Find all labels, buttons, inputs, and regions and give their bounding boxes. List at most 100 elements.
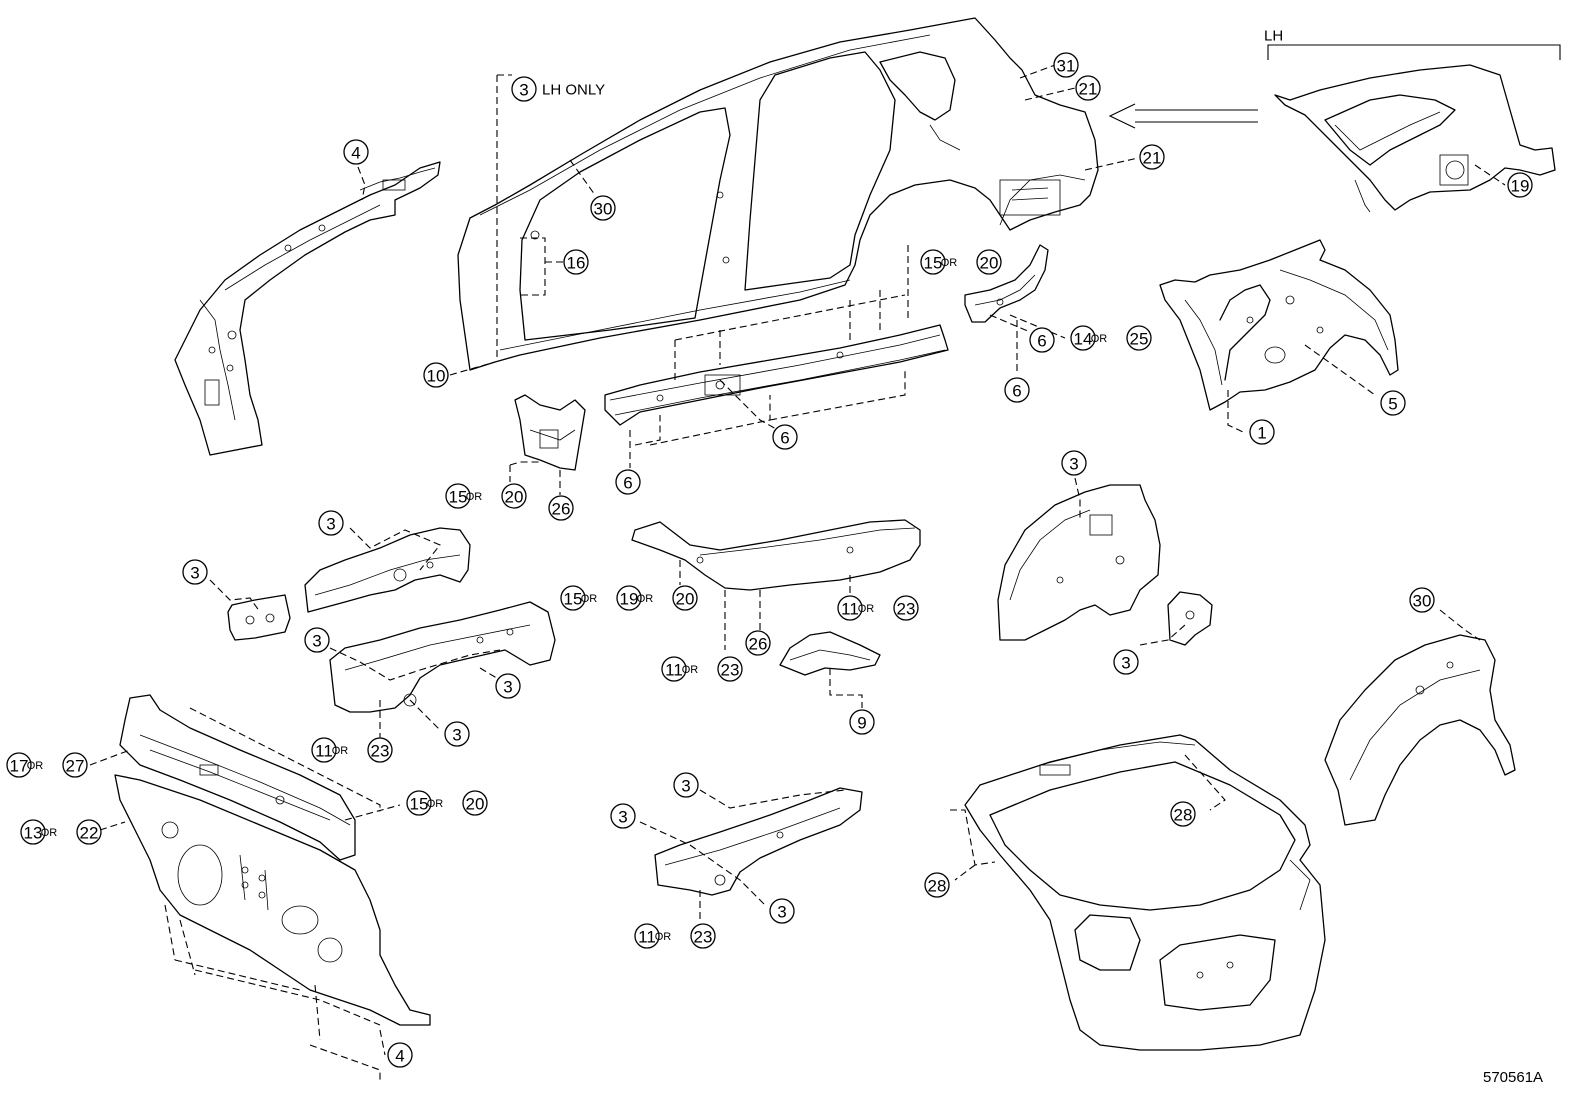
or-label: OR — [27, 760, 44, 772]
callout-circle — [311, 737, 337, 763]
callout-circle — [1075, 75, 1101, 101]
callout-circle — [560, 585, 586, 611]
callout-number: 23 — [371, 742, 390, 761]
callout-3-d: 3 — [495, 673, 521, 699]
callout-3-a: 3 — [318, 510, 344, 536]
callout-circle — [20, 819, 46, 845]
callout-number: 3 — [1121, 654, 1130, 673]
callout-circle — [690, 923, 716, 949]
lh-label: LH — [1264, 28, 1283, 45]
callout-circle — [563, 249, 589, 275]
callout-number: 21 — [1143, 149, 1162, 168]
callout-number: 19 — [1511, 177, 1530, 196]
callout-3-c: 3 — [304, 627, 330, 653]
lh-only-label: LH ONLY — [542, 82, 605, 99]
rear-wheel-house-inner-part — [1159, 239, 1399, 411]
dash-panel-part — [114, 774, 431, 1026]
callout-circle — [717, 656, 743, 682]
callout-number: 20 — [980, 254, 999, 273]
or-label: OR — [682, 664, 699, 676]
callout-30-pillar: 30 — [590, 195, 616, 221]
callout-circle — [976, 249, 1002, 275]
lh-quarter-panel-part — [1274, 64, 1556, 213]
callout-circle — [1029, 327, 1055, 353]
callout-circle — [1139, 144, 1165, 170]
cowl-top-panel-part — [119, 694, 356, 861]
side-panel-outer-part — [457, 17, 1099, 371]
callout-16: 16 — [563, 249, 589, 275]
callout-number: 4 — [395, 1047, 404, 1066]
callout-number: 4 — [351, 144, 360, 163]
or-label: OR — [466, 491, 483, 503]
callout-31: 31 — [1053, 52, 1079, 78]
callout-number: 17 — [10, 757, 29, 776]
callout-number: 20 — [676, 590, 695, 609]
figure-id: 570561A — [1483, 1069, 1543, 1086]
jack-bracket-part — [779, 631, 881, 676]
callout-circle — [1380, 390, 1406, 416]
callout-number: 11 — [638, 928, 656, 947]
callout-lh-only: 3 LH ONLY — [511, 76, 605, 102]
wheelhouse-bracket-part — [1167, 591, 1213, 646]
callout-number: 23 — [721, 661, 740, 680]
callout-circle — [343, 139, 369, 165]
callout-number: 26 — [552, 500, 571, 519]
callout-19-lh: 19 — [1507, 172, 1533, 198]
callout-number: 11 — [315, 742, 333, 761]
callout-circle — [462, 790, 488, 816]
callout-6-a: 6 — [772, 424, 798, 450]
callout-number: 3 — [312, 632, 321, 651]
callout-number: 6 — [623, 474, 632, 493]
callout-circle — [501, 483, 527, 509]
callout-number: 3 — [452, 726, 461, 745]
callout-3-h: 3 — [769, 898, 795, 924]
callout-number: 23 — [897, 600, 916, 619]
callout-number: 15 — [449, 488, 468, 507]
callout-circle — [1249, 419, 1275, 445]
callout-number: 20 — [505, 488, 524, 507]
callout-number: 16 — [567, 254, 586, 273]
callout-9: 9 — [849, 709, 875, 735]
callout-28-b: 28 — [924, 872, 950, 898]
callout-circle — [6, 752, 32, 778]
callout-28-a: 28 — [1170, 801, 1196, 827]
leader-lines — [89, 44, 1561, 1080]
callout-number: 28 — [928, 877, 947, 896]
callout-circle — [62, 752, 88, 778]
callout-number: 21 — [1079, 80, 1098, 99]
callout-number: 3 — [1069, 455, 1078, 474]
callout-circle — [661, 656, 687, 682]
callout-number: 15 — [924, 254, 943, 273]
callout-number: 3 — [681, 777, 690, 796]
callout-number: 11 — [665, 661, 683, 680]
callout-circle — [76, 819, 102, 845]
callout-6-d: 6 — [615, 469, 641, 495]
callout-circle — [1053, 52, 1079, 78]
or-label: OR — [941, 257, 958, 269]
callout-number: 1 — [1257, 424, 1266, 443]
floor-cross-member-part — [631, 519, 921, 591]
callout-circle — [495, 673, 521, 699]
floor-bracket-part — [514, 394, 586, 471]
callout-4-bottom: 4 — [387, 1042, 413, 1068]
callout-circle — [616, 585, 642, 611]
callout-number: 3 — [326, 515, 335, 534]
callout-number: 3 — [519, 81, 528, 100]
back-door-panel-part — [964, 734, 1326, 1051]
callout-circle — [182, 559, 208, 585]
rocker-bracket-part — [964, 244, 1049, 323]
callout-number: 22 — [80, 824, 99, 843]
callout-circle — [837, 595, 863, 621]
or-label: OR — [581, 593, 598, 605]
callout-6-c: 6 — [1004, 377, 1030, 403]
callout-number: 26 — [749, 635, 768, 654]
or-label: OR — [41, 827, 58, 839]
callout-circle — [304, 627, 330, 653]
callout-circle — [772, 424, 798, 450]
callout-5: 5 — [1380, 390, 1406, 416]
